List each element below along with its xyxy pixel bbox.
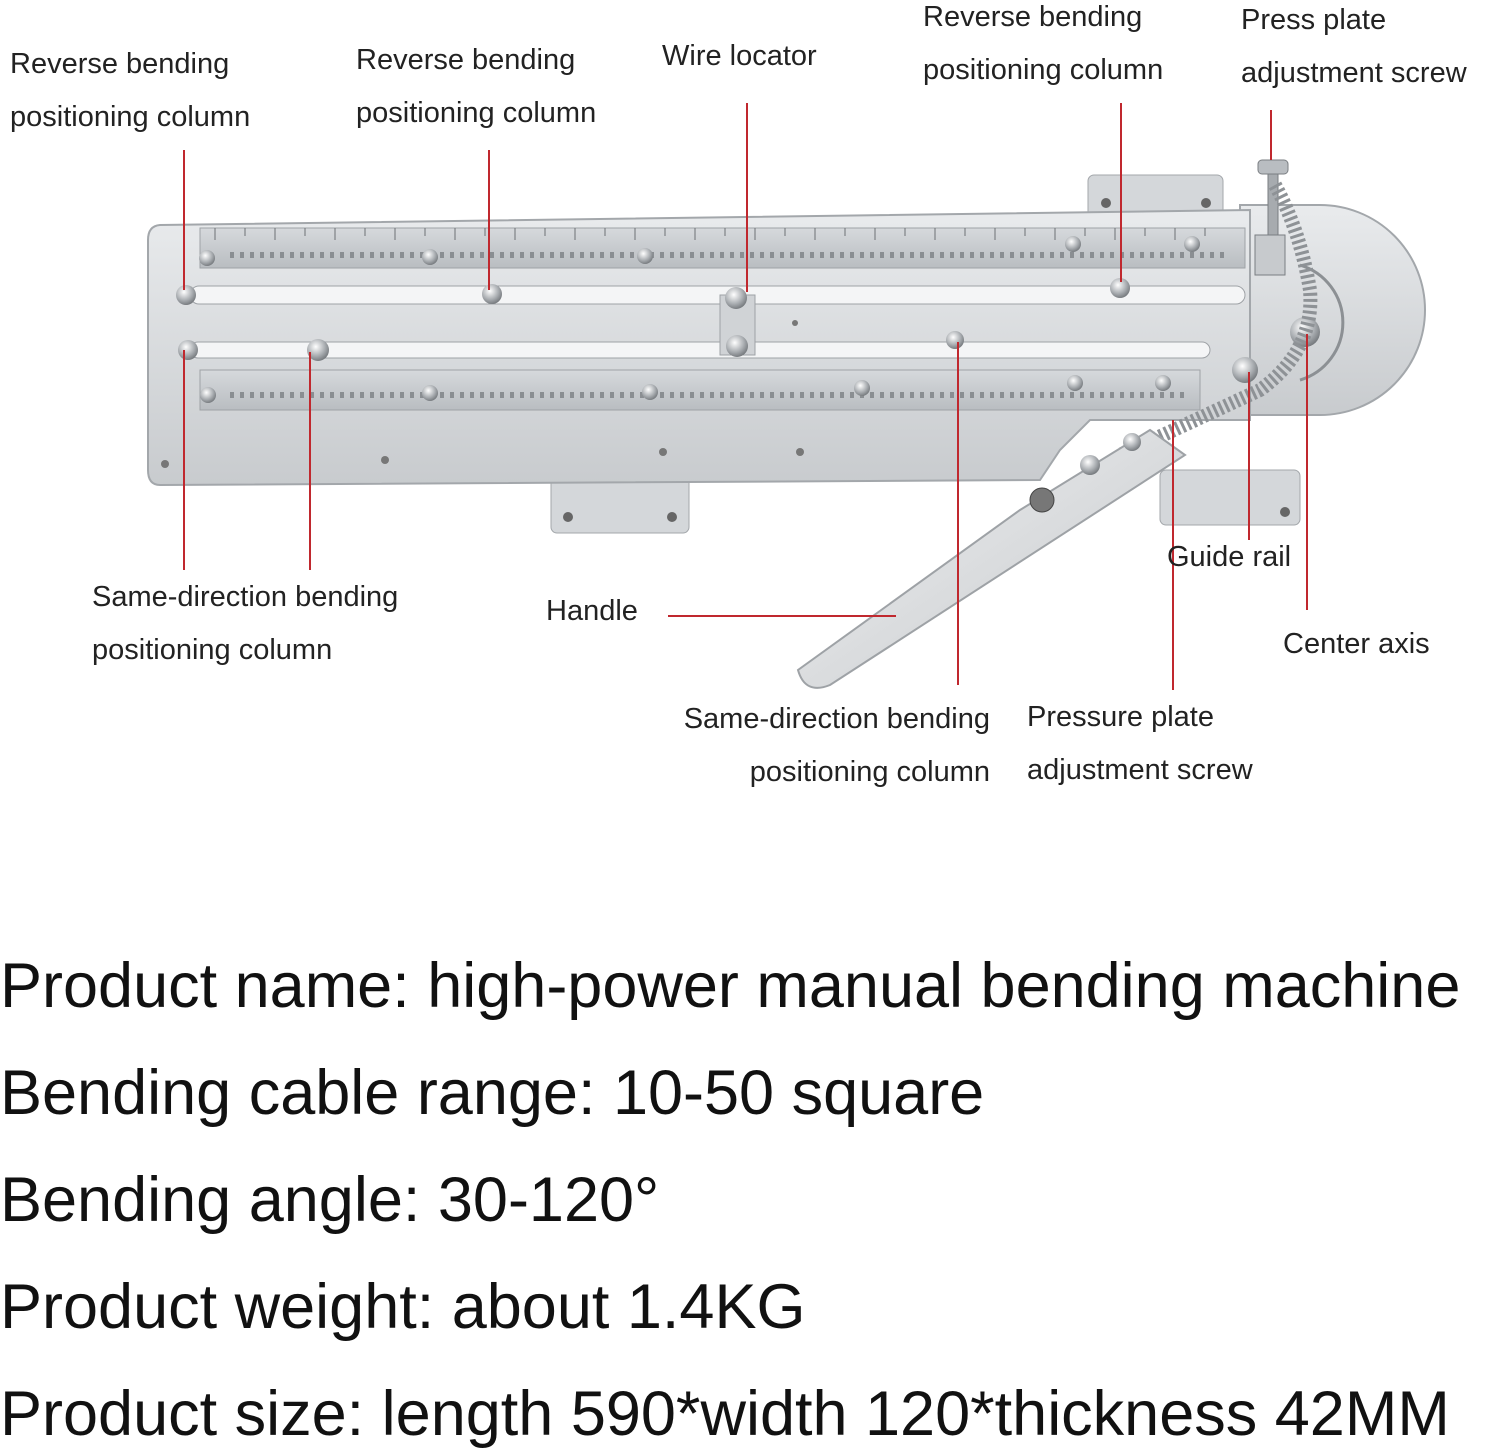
label-line: positioning column (923, 54, 1164, 86)
leader-lines (183, 103, 1308, 690)
label-same-direction-bending-column-middle: Same-direction bending positioning colum… (642, 693, 990, 799)
label-pressure-plate-adjustment-screw: Pressure plate adjustment screw (1027, 691, 1253, 797)
spec-cable-range: Bending cable range: 10-50 square (0, 1058, 985, 1128)
label-same-direction-bending-column-left: Same-direction bending positioning colum… (92, 571, 398, 677)
handle (796, 428, 1187, 689)
spec-bending-angle: Bending angle: 30-120° (0, 1165, 660, 1235)
label-line: Same-direction bending (683, 703, 990, 735)
bottom-scale-ruler (199, 369, 1201, 411)
label-line: Guide rail (1167, 541, 1292, 573)
label-line: positioning column (356, 97, 597, 129)
label-wire-locator: Wire locator (662, 30, 817, 83)
label-line: Reverse bending (356, 44, 576, 76)
label-line: positioning column (749, 756, 990, 788)
label-line: positioning column (92, 634, 333, 666)
label-reverse-bending-column-left: Reverse bending positioning column (10, 38, 250, 144)
label-handle: Handle (546, 585, 638, 638)
slot-tracks (189, 285, 1246, 359)
spec-product-size: Product size: length 590*width 120*thick… (0, 1379, 1450, 1449)
label-line: Pressure plate (1027, 701, 1214, 733)
label-guide-rail: Guide rail (1167, 531, 1291, 584)
spec-product-name: Product name: high-power manual bending … (0, 951, 1461, 1021)
label-center-axis: Center axis (1283, 618, 1430, 671)
spec-product-weight: Product weight: about 1.4KG (0, 1272, 806, 1342)
label-line: Center axis (1283, 628, 1430, 660)
label-line: Wire locator (662, 40, 817, 72)
press-plate-screw (1254, 159, 1289, 276)
spring-coil (1117, 181, 1318, 462)
label-line: positioning column (10, 101, 251, 133)
label-line: Reverse bending (923, 1, 1143, 33)
label-press-plate-adjustment-screw: Press plate adjustment screw (1241, 0, 1467, 100)
bending-machine-illustration (147, 103, 1426, 690)
top-scale-ruler (199, 227, 1246, 269)
label-reverse-bending-column-middle: Reverse bending positioning column (356, 34, 596, 140)
bending-head-plate (1239, 204, 1426, 416)
label-line: Press plate (1241, 4, 1387, 36)
label-line: adjustment screw (1027, 754, 1253, 786)
label-line: Reverse bending (10, 48, 230, 80)
label-reverse-bending-column-right: Reverse bending positioning column (923, 0, 1163, 97)
positioning-bolts (161, 236, 1320, 468)
label-line: adjustment screw (1241, 57, 1467, 89)
label-line: Handle (546, 595, 638, 627)
label-line: Same-direction bending (92, 581, 399, 613)
